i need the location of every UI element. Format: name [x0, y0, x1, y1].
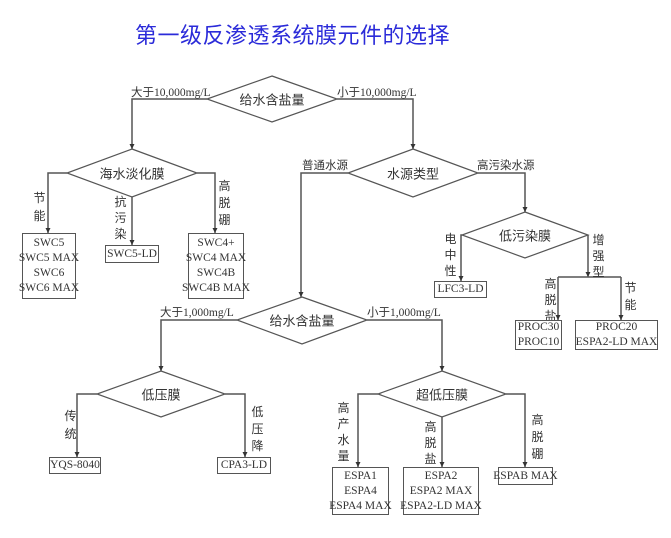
connector-ulp-high-flow	[355, 393, 378, 467]
node-low-pressure-membrane: 低压膜	[141, 387, 181, 403]
product-name: ESPA2 MAX	[409, 484, 473, 497]
product-box-lf-neutral: LFC3-LD	[434, 281, 487, 298]
decision-diamond-feed-salinity-2	[235, 296, 369, 345]
branch-label-lt-10000: 小于10,000mg/L	[337, 87, 417, 99]
connector-sw-high-boron	[197, 172, 218, 233]
product-box-lf-high-rejection: PROC30 PROC10	[515, 320, 562, 350]
product-name: SWC4 MAX	[185, 252, 247, 264]
product-box-sw-high-boron: SWC4+ SWC4 MAX SWC4B SWC4B MAX	[182, 233, 250, 299]
branch-label-sw-anti-fouling: 抗污染	[114, 195, 127, 241]
connector-high-fouling-source	[478, 172, 528, 212]
page-title: 第一级反渗透系统膜元件的选择	[135, 24, 451, 49]
decision-diamond-feed-salinity-1	[205, 75, 339, 123]
branch-label-sw-high-boron: 高脱硼	[218, 179, 231, 227]
node-feed-salinity-1: 给水含盐量	[239, 92, 305, 108]
product-name: PROC10	[517, 336, 560, 348]
product-name: SWC5 MAX	[18, 252, 80, 264]
product-name: ESPA2-LD MAX	[575, 336, 658, 348]
connector-lp-low-pressure-drop	[225, 393, 248, 457]
product-name: ESPAB MAX	[493, 469, 558, 482]
product-box-ulp-high-boron: ESPAB MAX	[493, 467, 558, 485]
node-ultra-low-pressure-membrane: 超低压膜	[415, 387, 469, 403]
product-name: SWC4B	[196, 267, 236, 279]
branch-label-sw-energy-saving: 节能	[33, 191, 46, 223]
connector-lt-1000	[367, 319, 445, 371]
product-name: ESPA1	[344, 469, 377, 482]
connector-gt-1000	[158, 319, 237, 371]
product-name: YQS-8040	[50, 459, 100, 471]
connector-lf-neutral	[458, 234, 464, 281]
branch-label-ordinary-source: 普通水源	[302, 160, 348, 172]
product-name: SWC4B MAX	[181, 282, 251, 294]
product-name: SWC6	[33, 267, 65, 279]
branch-label-lp-traditional: 传统	[64, 409, 77, 441]
product-box-sw-anti-fouling: SWC5-LD	[105, 245, 159, 263]
product-name: PROC30	[517, 321, 560, 333]
product-box-lp-traditional: YQS-8040	[49, 457, 101, 474]
branch-label-gt-10000: 大于10,000mg/L	[131, 87, 211, 99]
connector-lt-10000	[337, 98, 416, 149]
product-name: SWC4+	[197, 237, 235, 249]
branch-label-lt-1000: 小于1,000mg/L	[367, 307, 441, 319]
connector-lp-traditional	[74, 393, 97, 457]
product-name: LFC3-LD	[437, 283, 484, 295]
branch-label-ulp-high-boron: 高脱硼	[531, 413, 544, 461]
product-box-lf-energy-saving: PROC20 ESPA2-LD MAX	[575, 320, 658, 350]
branch-label-lf-neutral: 电中性	[444, 232, 457, 278]
product-box-sw-energy-saving: SWC5 SWC5 MAX SWC6 SWC6 MAX	[18, 233, 80, 299]
product-name: PROC20	[595, 321, 638, 333]
product-name: ESPA2-LD MAX	[400, 499, 482, 512]
decision-diamond-ultra-low-pressure-membrane	[376, 370, 508, 418]
product-name: ESPA4 MAX	[329, 499, 392, 512]
product-name: SWC6 MAX	[18, 282, 80, 294]
connector-ulp-high-boron	[506, 393, 528, 467]
branch-label-lf-enhanced: 增强型	[592, 233, 605, 279]
product-name: CPA3-LD	[220, 459, 268, 471]
connector-ordinary-source	[298, 172, 348, 297]
product-box-ulp-high-flow: ESPA1 ESPA4 ESPA4 MAX	[329, 467, 392, 515]
node-low-fouling-membrane: 低污染膜	[498, 228, 552, 244]
product-name: SWC5	[33, 237, 65, 249]
node-seawater-membrane: 海水淡化膜	[99, 166, 165, 182]
product-name: SWC5-LD	[107, 247, 157, 260]
decision-diamond-seawater-membrane	[65, 148, 199, 198]
branch-label-ulp-high-rejection: 高脱盐	[424, 420, 437, 466]
connector-sw-energy-saving	[45, 172, 67, 233]
connector-gt-10000	[129, 98, 207, 149]
branch-label-lf-energy-saving: 节能	[624, 281, 637, 312]
node-feed-salinity-2: 给水含盐量	[269, 313, 335, 329]
product-box-lp-low-pressure-drop: CPA3-LD	[217, 457, 271, 474]
branch-label-lf-high-rejection: 高脱盐	[544, 277, 557, 323]
branch-label-high-fouling-source: 高污染水源	[477, 160, 535, 172]
product-name: ESPA2	[424, 469, 458, 482]
node-water-source-type: 水源类型	[386, 166, 440, 182]
product-name: ESPA4	[344, 484, 377, 497]
branch-label-ulp-high-flow: 高产水量	[337, 401, 350, 463]
decision-diamond-low-pressure-membrane	[95, 370, 227, 418]
decision-diamond-water-source-type	[346, 148, 480, 198]
product-box-ulp-high-rejection: ESPA2 ESPA2 MAX ESPA2-LD MAX	[400, 467, 482, 515]
decision-diamond-low-fouling-membrane	[460, 211, 590, 259]
branch-label-lp-low-pressure-drop: 低压降	[251, 405, 264, 453]
branch-label-gt-1000: 大于1,000mg/L	[160, 307, 234, 319]
